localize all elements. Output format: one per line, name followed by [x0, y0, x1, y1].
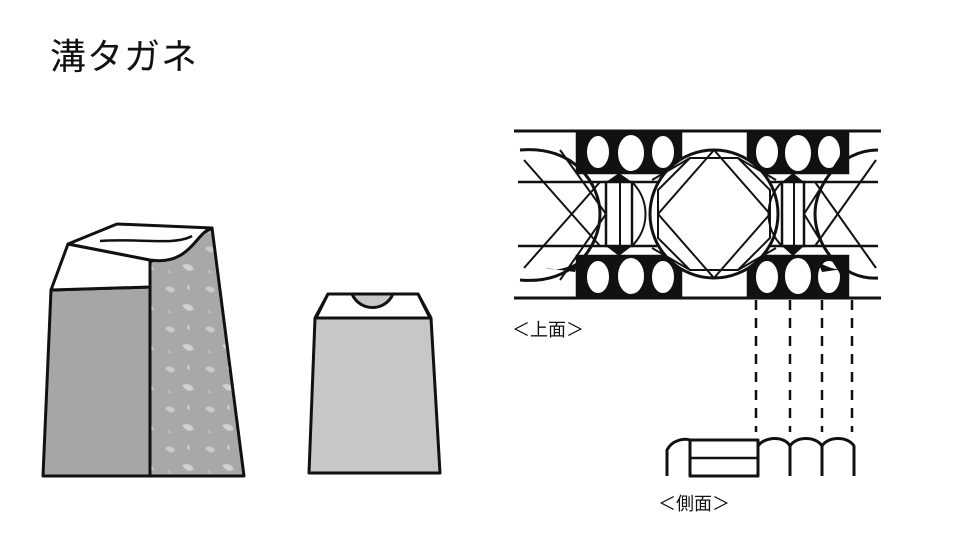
- large-chisel-left-face: [41, 285, 152, 478]
- large-chisel: [41, 222, 246, 478]
- page-title: 溝タガネ: [50, 37, 199, 78]
- large-chisel-right-face: [148, 226, 246, 478]
- projection-lines: [754, 300, 854, 432]
- side-view-profile: [665, 437, 856, 478]
- top-view-pattern: [514, 129, 881, 300]
- side-view-caption: ＜側面＞: [658, 494, 730, 515]
- small-chisel-body: [307, 292, 442, 475]
- large-chisel-groove-top: [66, 222, 214, 263]
- small-chisel: [307, 292, 442, 475]
- small-chisel-groove: [314, 292, 432, 320]
- top-view-caption: ＜上面＞: [512, 320, 584, 341]
